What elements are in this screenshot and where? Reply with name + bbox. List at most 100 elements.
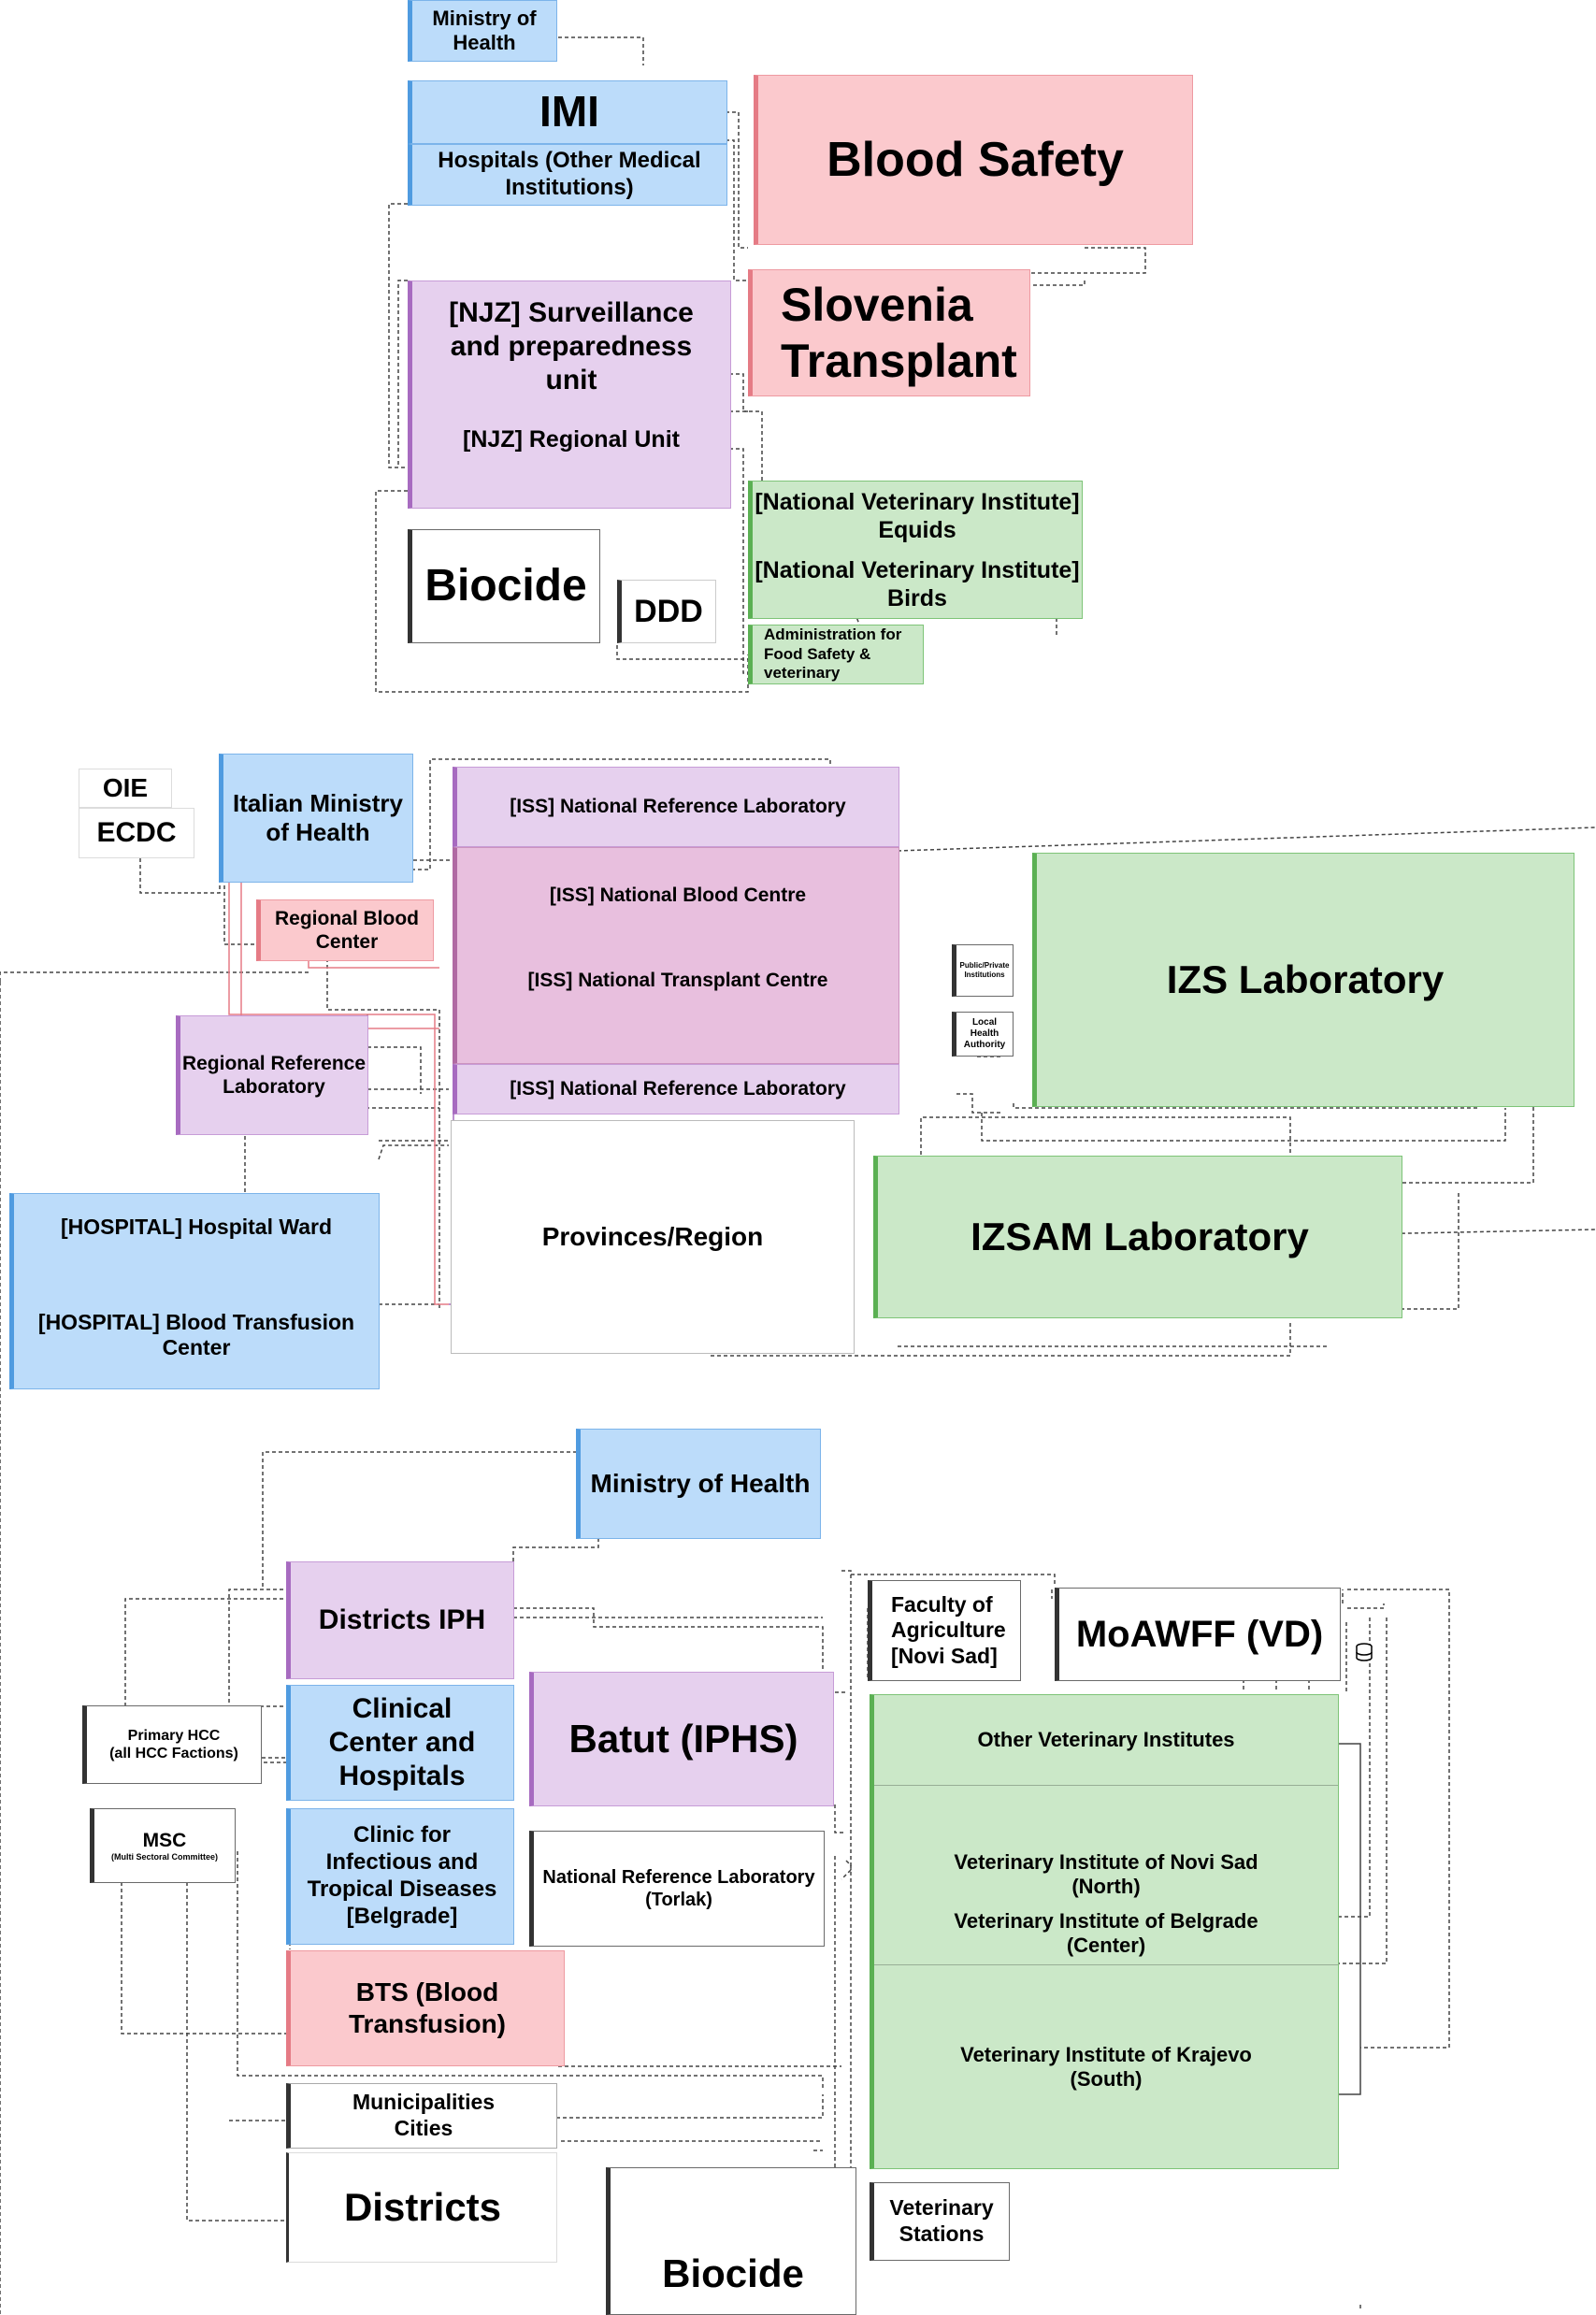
msc-box[interactable]: MSC (Multi Sectoral Committee)	[90, 1808, 236, 1883]
iss-nrl-bottom-box[interactable]: [ISS] National Reference Laboratory	[453, 1064, 899, 1114]
slovenia-transplant-box[interactable]: Slovenia Transplant	[748, 269, 1030, 396]
veterinary-stations-box[interactable]: Veterinary Stations	[870, 2182, 1010, 2261]
public-private-box[interactable]: Public/Private Institutions	[952, 944, 1014, 997]
box-label: Batut (IPHS)	[568, 1716, 798, 1761]
connector	[834, 1805, 846, 1833]
box-label: Districts	[343, 2184, 502, 2229]
connector	[397, 280, 408, 467]
box-label: IZSAM Laboratory	[971, 1214, 1309, 1258]
oie-box[interactable]: OIE	[79, 769, 172, 808]
connector	[851, 1574, 1056, 1585]
njz-box[interactable]: [NJZ] Surveillance and preparedness unit…	[408, 280, 731, 509]
iss-transplant-label: [ISS] National Transplant Centre	[527, 970, 828, 992]
box-label: Clinical Center and Hospitals	[328, 1693, 476, 1791]
box-label: Veterinary Stations	[889, 2195, 994, 2246]
ddd-box[interactable]: DDD	[617, 580, 716, 643]
box-label: Ministry of Health	[590, 1469, 811, 1499]
connector	[920, 1116, 1291, 1159]
connector	[262, 1451, 577, 1589]
database-icon	[1356, 1643, 1373, 1661]
biocide-box-slovenia[interactable]: Biocide	[408, 529, 600, 643]
hospitals-box[interactable]: Hospitals (Other Medical Institutions)	[408, 144, 727, 206]
box-label: DDD	[634, 593, 703, 629]
connector	[237, 1851, 824, 2090]
box-label: ECDC	[96, 817, 177, 848]
hospital-btc-label: [HOSPITAL] Blood Transfusion Center	[37, 1309, 355, 1360]
biocide-box-serbia[interactable]: Biocide	[606, 2167, 856, 2315]
faculty-agriculture-box[interactable]: Faculty of Agriculture [Novi Sad]	[868, 1580, 1021, 1681]
clinical-center-box[interactable]: Clinical Center and Hospitals	[286, 1685, 514, 1801]
nvi-birds-label: [National Veterinary Institute] Birds	[755, 556, 1080, 611]
provinces-region-box[interactable]: Provinces/Region	[451, 1120, 855, 1354]
veterinary-institutes-box[interactable]: Other Veterinary Institutes Veterinary I…	[870, 1694, 1339, 2169]
batut-box[interactable]: Batut (IPHS)	[529, 1672, 834, 1806]
box-label: IMI	[539, 87, 599, 137]
box-label: Regional Reference Laboratory	[181, 1052, 367, 1098]
vet-novi-sad-row: Veterinary Institute of Novi Sad (North)	[874, 1785, 1338, 1964]
italian-ministry-box[interactable]: Italian Ministry of Health	[219, 754, 413, 883]
iss-nrl-top-box[interactable]: [ISS] National Reference Laboratory	[453, 767, 899, 847]
clinic-infectious-box[interactable]: Clinic for Infectious and Tropical Disea…	[286, 1808, 514, 1945]
box-label: Slovenia Transplant	[781, 279, 1017, 387]
connector	[1337, 1618, 1371, 1918]
connector	[841, 1570, 852, 1870]
box-label: MSC	[142, 1830, 187, 1851]
box-label: Districts IPH	[318, 1604, 486, 1635]
local-health-box[interactable]: Local Health Authority	[952, 1012, 1014, 1057]
connector	[186, 1856, 292, 2222]
connector-red	[228, 879, 449, 1305]
municipalities-box[interactable]: Municipalities Cities	[286, 2083, 557, 2149]
primary-hcc-box[interactable]: Primary HCC (all HCC Factions)	[82, 1705, 262, 1784]
box-label: Public/Private Institutions	[959, 961, 1010, 979]
box-sublabel: (all HCC Factions)	[109, 1746, 238, 1761]
box-label: Veterinary Institute of Novi Sad (North)	[954, 1849, 1258, 1898]
afsv-box[interactable]: Administration for Food Safety & veterin…	[748, 625, 924, 684]
njz-regional-label: [NJZ] Regional Unit	[463, 426, 680, 453]
connector	[1013, 1103, 1477, 1109]
box-label: Hospitals (Other Medical Institutions)	[438, 148, 701, 200]
connector	[379, 1140, 454, 1295]
connector	[0, 971, 309, 982]
connector	[1056, 616, 1082, 636]
connector	[729, 410, 763, 486]
box-label: Biocide	[424, 561, 587, 611]
districts-iph-box[interactable]: Districts IPH	[286, 1561, 514, 1679]
box-label: Veterinary Institute of Belgrade (Center…	[954, 1908, 1258, 1957]
box-label: Blood Safety	[827, 132, 1124, 187]
nrl-torlak-box[interactable]: National Reference Laboratory (Torlak)	[529, 1831, 825, 1947]
ecdc-box[interactable]: ECDC	[79, 808, 194, 858]
izsam-laboratory-box[interactable]: IZSAM Laboratory	[873, 1156, 1402, 1318]
connector	[388, 203, 408, 468]
box-label: Ministry of Health	[432, 6, 537, 54]
ministry-of-health-serbia[interactable]: Ministry of Health	[576, 1429, 821, 1539]
iss-blood-transplant-box[interactable]: [ISS] National Blood Centre [ISS] Nation…	[453, 847, 899, 1064]
regional-blood-center-box[interactable]: Regional Blood Center	[256, 899, 434, 961]
hospital-box[interactable]: [HOSPITAL] Hospital Ward [HOSPITAL] Bloo…	[9, 1193, 380, 1389]
connector	[616, 645, 748, 660]
nvi-box[interactable]: [National Veterinary Institute] Equids […	[748, 481, 1083, 619]
box-label: National Reference Laboratory (Torlak)	[542, 1867, 815, 1910]
regional-reference-lab-box[interactable]: Regional Reference Laboratory	[176, 1015, 368, 1135]
connector	[411, 758, 831, 870]
box-label: Provinces/Region	[541, 1222, 764, 1252]
box-label: Italian Ministry of Health	[232, 788, 404, 846]
box-label: Faculty of Agriculture [Novi Sad]	[891, 1591, 1006, 1668]
box-sublabel: (Multi Sectoral Committee)	[110, 1852, 218, 1862]
connector	[223, 879, 257, 945]
izs-laboratory-box[interactable]: IZS Laboratory	[1032, 853, 1574, 1107]
njz-unit-label: [NJZ] Surveillance and preparedness unit	[449, 297, 694, 395]
connector	[726, 139, 748, 281]
hospital-ward-label: [HOSPITAL] Hospital Ward	[60, 1215, 333, 1239]
imi-box[interactable]: IMI	[408, 80, 727, 144]
blood-safety-box[interactable]: Blood Safety	[754, 75, 1193, 245]
other-vet-row: Other Veterinary Institutes	[874, 1695, 1338, 1785]
box-label: Veterinary Institute of Krajevo (South)	[960, 2042, 1252, 2091]
connector	[841, 1869, 852, 1880]
box-label: Regional Blood Center	[275, 907, 419, 953]
connector	[897, 827, 1596, 852]
box-label: Other Veterinary Institutes	[977, 1727, 1235, 1751]
bts-box[interactable]: BTS (Blood Transfusion)	[286, 1950, 565, 2066]
districts-box[interactable]: Districts	[286, 2152, 557, 2263]
moawff-box[interactable]: MoAWFF (VD)	[1055, 1588, 1341, 1681]
ministry-of-health-slovenia[interactable]: Ministry of Health	[408, 0, 557, 62]
